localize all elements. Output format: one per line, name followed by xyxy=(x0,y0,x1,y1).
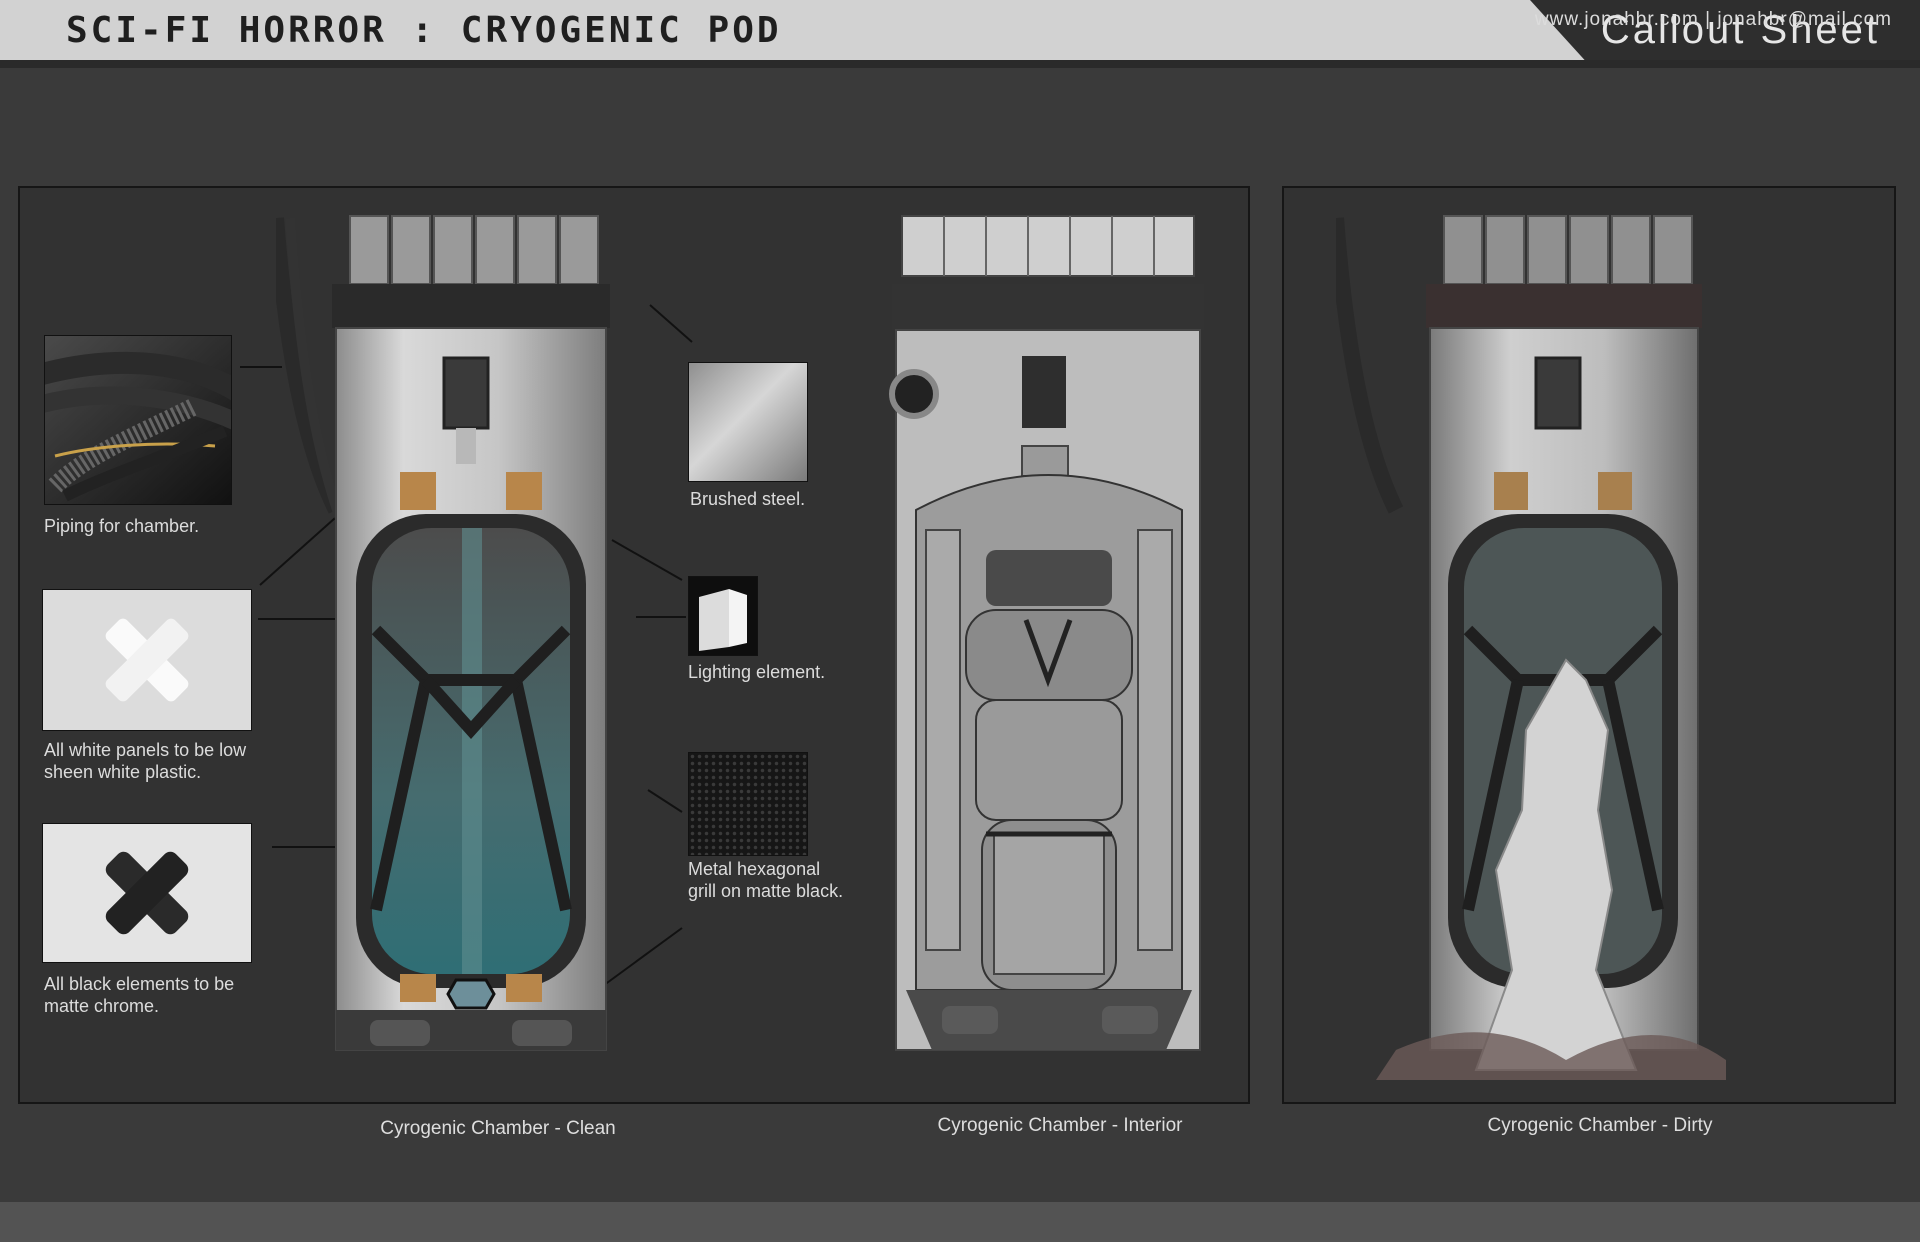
white-panel-swatch xyxy=(42,589,252,731)
pod-interior-illustration xyxy=(889,215,1204,1051)
lighting-callout: Lighting element. xyxy=(688,662,826,682)
brushed-steel-swatch xyxy=(688,362,808,482)
lighting-element-swatch xyxy=(688,576,758,656)
caption-dirty: Cyrogenic Chamber - Dirty xyxy=(1487,1115,1713,1136)
pod-clean-illustration xyxy=(276,215,610,1051)
footer-bar xyxy=(0,1202,1920,1242)
black-elements-callout: All black elements to be matte chrome. xyxy=(44,974,235,1016)
header-divider xyxy=(0,60,1920,68)
brushed-steel-callout: Brushed steel. xyxy=(690,489,806,509)
black-cross-icon xyxy=(43,824,251,962)
white-cross-icon xyxy=(43,590,251,730)
footer-contact: www.jonahbr.com | jonahbr@mail.com xyxy=(1534,9,1892,30)
caption-interior: Cyrogenic Chamber - Interior xyxy=(937,1115,1183,1136)
piping-swatch xyxy=(44,335,232,505)
white-panels-callout: All white panels to be low sheen white p… xyxy=(44,740,247,782)
black-element-swatch xyxy=(42,823,252,963)
caption-clean: Cyrogenic Chamber - Clean xyxy=(380,1118,616,1139)
callout-sheet-tab xyxy=(1530,0,1920,60)
lighting-cube-icon xyxy=(689,577,757,655)
callout-sheet-label: Callout Sheet xyxy=(1600,8,1880,52)
hex-grill-callout: Metal hexagonal grill on matte black. xyxy=(688,859,844,901)
page-title: SCI-FI HORROR : CRYOGENIC POD xyxy=(66,10,782,51)
hex-grill-swatch xyxy=(688,752,808,856)
pod-dirty-illustration xyxy=(1336,215,1726,1080)
piping-swatch-illustration xyxy=(45,336,231,504)
piping-callout: Piping for chamber. xyxy=(44,516,200,536)
